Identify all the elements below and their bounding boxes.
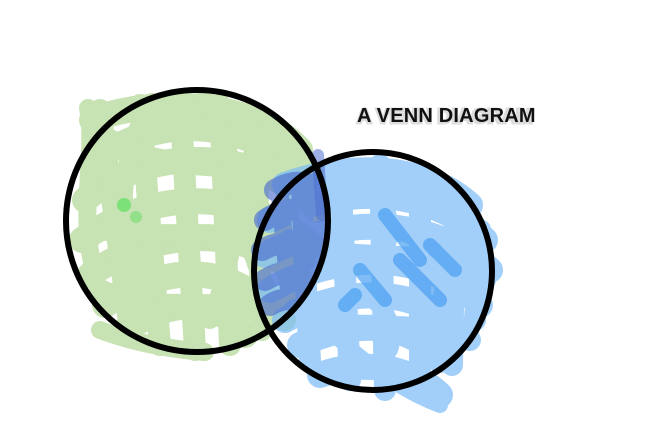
diagram-title-halo: A VENN DIAGRAM xyxy=(357,106,533,128)
right-accent-dot xyxy=(427,242,443,258)
left-set-outline xyxy=(63,87,331,355)
right-set-accents xyxy=(338,208,462,312)
left-set-scribble xyxy=(69,87,331,361)
left-set-dot xyxy=(117,198,131,212)
left-set-dot xyxy=(130,211,142,223)
left-scribble-stroke xyxy=(78,87,284,361)
diagram-title: A VENN DIAGRAM xyxy=(357,105,536,127)
right-set-outline xyxy=(251,149,495,393)
right-accent-stroke xyxy=(338,208,462,312)
